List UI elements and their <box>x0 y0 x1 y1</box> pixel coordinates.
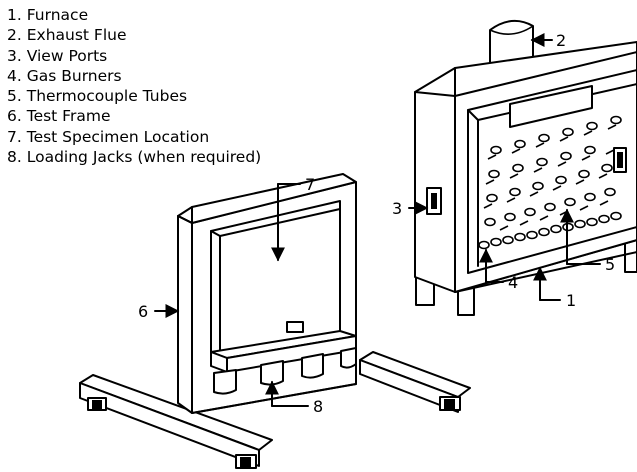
legend-list: 1. Furnace 2. Exhaust Flue 3. View Ports… <box>7 5 261 167</box>
frame-base-right <box>359 351 471 413</box>
callout-1-label: 1 <box>566 291 576 310</box>
legend-label: Test Specimen Location <box>26 127 210 146</box>
callout-4: 4 <box>479 248 518 292</box>
legend-number: 2 <box>7 26 17 45</box>
legend-label: Loading Jacks (when required) <box>26 148 262 167</box>
callout-3-label: 3 <box>392 199 402 218</box>
legend-item-furnace: 1. Furnace <box>7 6 89 24</box>
callout-4-label: 4 <box>508 273 518 292</box>
callout-2-label: 2 <box>556 31 566 50</box>
callout-6: 6 <box>138 302 180 321</box>
legend-number: 3 <box>7 46 17 65</box>
legend-item-test-specimen-location: 7. Test Specimen Location <box>7 127 210 146</box>
view-port-right <box>613 147 627 173</box>
legend-item-view-ports: 3. View Ports <box>7 46 108 65</box>
legend-item-loading-jacks: 8. Loading Jacks (when required) <box>7 148 262 167</box>
legend-label: Test Frame <box>26 107 111 126</box>
furnace <box>414 19 637 316</box>
callout-5-label: 5 <box>605 255 615 274</box>
callout-5: 5 <box>560 208 615 274</box>
callout-8: 8 <box>265 380 323 416</box>
legend-number: 8 <box>7 148 17 167</box>
legend-label: View Ports <box>26 46 108 65</box>
legend-number: 1 <box>7 6 17 24</box>
legend-item-thermocouple-tubes: 5. Thermocouple Tubes <box>7 87 188 106</box>
legend-label: Furnace <box>26 6 89 24</box>
legend-item-test-frame: 6. Test Frame <box>7 107 111 126</box>
legend-item-gas-burners: 4. Gas Burners <box>7 66 122 85</box>
legend-label: Exhaust Flue <box>26 26 127 45</box>
legend-item-exhaust-flue: 2. Exhaust Flue <box>7 26 127 45</box>
gas-burners <box>478 115 622 250</box>
test-frame <box>79 173 471 469</box>
furnace-body <box>414 41 637 293</box>
legend-label: Thermocouple Tubes <box>26 87 188 106</box>
caster-wheels <box>87 396 461 469</box>
frame-base-left <box>79 374 273 467</box>
legend-number: 7 <box>7 127 17 146</box>
callout-7-label: 7 <box>305 175 315 194</box>
callout-7: 7 <box>271 175 315 262</box>
callout-6-label: 6 <box>138 302 148 321</box>
legend-number: 5 <box>7 87 17 106</box>
legend-label: Gas Burners <box>26 66 122 85</box>
callout-8-label: 8 <box>313 397 323 416</box>
legend-number: 6 <box>7 107 17 126</box>
callout-3: 3 <box>392 199 429 218</box>
legend-number: 4 <box>7 66 17 85</box>
callout-1: 1 <box>533 266 576 310</box>
callout-2: 2 <box>530 31 566 50</box>
view-port-left <box>426 187 442 215</box>
